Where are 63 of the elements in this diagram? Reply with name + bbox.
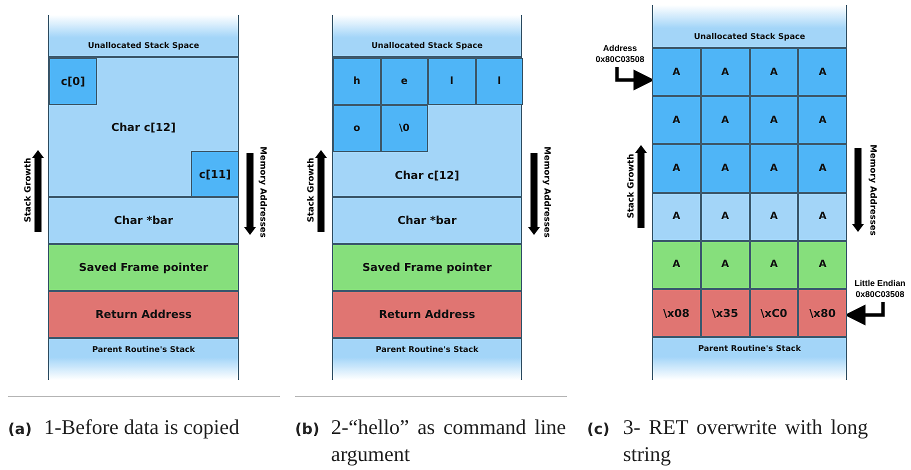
memory-cell: A bbox=[652, 144, 701, 193]
array-cell: e bbox=[380, 58, 428, 105]
memory-cell: \xC0 bbox=[750, 289, 798, 338]
memory-cell: A bbox=[798, 240, 847, 289]
memory-cell: A bbox=[652, 48, 701, 96]
array-cell: \0 bbox=[380, 105, 428, 152]
address-label: Address 0x80C03508 bbox=[590, 43, 650, 65]
stack-band: Unallocated Stack Space bbox=[652, 5, 847, 48]
caption-tag: (a) bbox=[8, 416, 32, 443]
memory-cell: A bbox=[750, 192, 798, 241]
axis-label: Stack Growth bbox=[22, 158, 33, 222]
memory-cell: A bbox=[700, 48, 750, 96]
memory-cell: A bbox=[798, 144, 847, 193]
stack-band: Unallocated Stack Space bbox=[332, 15, 522, 57]
leader-arrow bbox=[615, 67, 654, 90]
memory-cell: A bbox=[750, 96, 798, 144]
memory-cell: A bbox=[750, 144, 798, 193]
memory-cell: \x80 bbox=[798, 289, 847, 338]
stack-band: Return Address bbox=[48, 291, 239, 338]
array-cell: h bbox=[333, 58, 380, 105]
caption-text: 1-Before data is copied bbox=[44, 414, 240, 441]
memory-cell: \x08 bbox=[652, 289, 701, 338]
array-cell: l bbox=[476, 58, 523, 105]
axis-label: Memory Addresses bbox=[867, 144, 878, 236]
axis-label: Memory Addresses bbox=[541, 146, 552, 238]
memory-cell: A bbox=[652, 96, 701, 144]
memory-cell: A bbox=[652, 192, 701, 241]
array-cell: c[11] bbox=[191, 151, 239, 197]
memory-cell: A bbox=[700, 144, 750, 193]
stack-band: Unallocated Stack Space bbox=[48, 15, 239, 57]
band-label: Char c[12] bbox=[111, 120, 176, 134]
caption-tag: (b) bbox=[295, 416, 320, 443]
address-label: Little Endian 0x80C03508 bbox=[850, 278, 910, 300]
array-cell: l bbox=[428, 58, 476, 105]
memory-cell: A bbox=[750, 48, 798, 96]
memory-cell: A bbox=[700, 192, 750, 241]
caption-text: 3- RET overwrite with long string bbox=[623, 414, 868, 468]
band-label: Char c[12] bbox=[394, 169, 460, 182]
memory-cell: A bbox=[652, 240, 701, 289]
array-cell: o bbox=[333, 105, 380, 152]
caption-text: 2-“hello” as command line argument bbox=[331, 414, 566, 468]
memory-cell: A bbox=[700, 96, 750, 144]
stack-band: Saved Frame pointer bbox=[48, 244, 239, 291]
axis-label: Stack Growth bbox=[626, 154, 636, 218]
memory-cell: \x35 bbox=[700, 289, 750, 338]
stack-band: Char *bar bbox=[48, 197, 239, 244]
stack-band: Parent Routine's Stack bbox=[652, 337, 847, 380]
caption-tag: (c) bbox=[587, 416, 610, 443]
stack-band: Parent Routine's Stack bbox=[332, 338, 522, 380]
axis-label: Memory Addresses bbox=[257, 146, 268, 238]
array-cell: c[0] bbox=[49, 58, 97, 105]
stack-band bbox=[48, 57, 239, 197]
stack-band bbox=[332, 57, 522, 197]
memory-cell: A bbox=[750, 240, 798, 289]
memory-cell: A bbox=[700, 240, 750, 289]
memory-cell: A bbox=[798, 96, 847, 144]
stack-band: Parent Routine's Stack bbox=[48, 338, 239, 380]
memory-cell: A bbox=[798, 48, 847, 96]
stack-band: Saved Frame pointer bbox=[332, 244, 522, 291]
stack-band: Return Address bbox=[332, 291, 522, 338]
memory-cell: A bbox=[798, 192, 847, 241]
stack-band: Char *bar bbox=[332, 197, 522, 244]
axis-label: Stack Growth bbox=[306, 158, 316, 222]
